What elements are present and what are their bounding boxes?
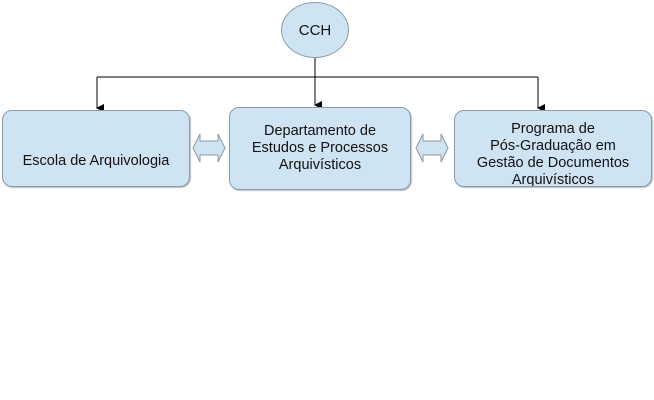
node-programa: Programa de Pós-Graduação em Gestão de D… — [454, 110, 652, 187]
node-label: Escola de Arquivologia — [22, 153, 170, 169]
node-label-line: Pós-Graduação em — [490, 138, 616, 154]
node-label-line: Arquivísticos — [278, 157, 362, 173]
node-label-line: Gestão de Documentos — [476, 155, 630, 171]
double-arrow-right — [415, 133, 449, 163]
double-arrow-left — [192, 133, 226, 163]
node-departamento: Departamento de Estudos e Processos Arqu… — [229, 107, 411, 190]
node-label-line: Estudos e Processos — [251, 140, 389, 156]
node-label-line: Departamento de — [263, 123, 377, 139]
root-label: CCH — [298, 21, 332, 39]
node-label-line: Arquivísticos — [511, 172, 595, 187]
root-node-cch: CCH — [281, 2, 349, 58]
node-label-line: Programa de — [511, 121, 595, 137]
node-escola: Escola de Arquivologia — [2, 110, 190, 187]
